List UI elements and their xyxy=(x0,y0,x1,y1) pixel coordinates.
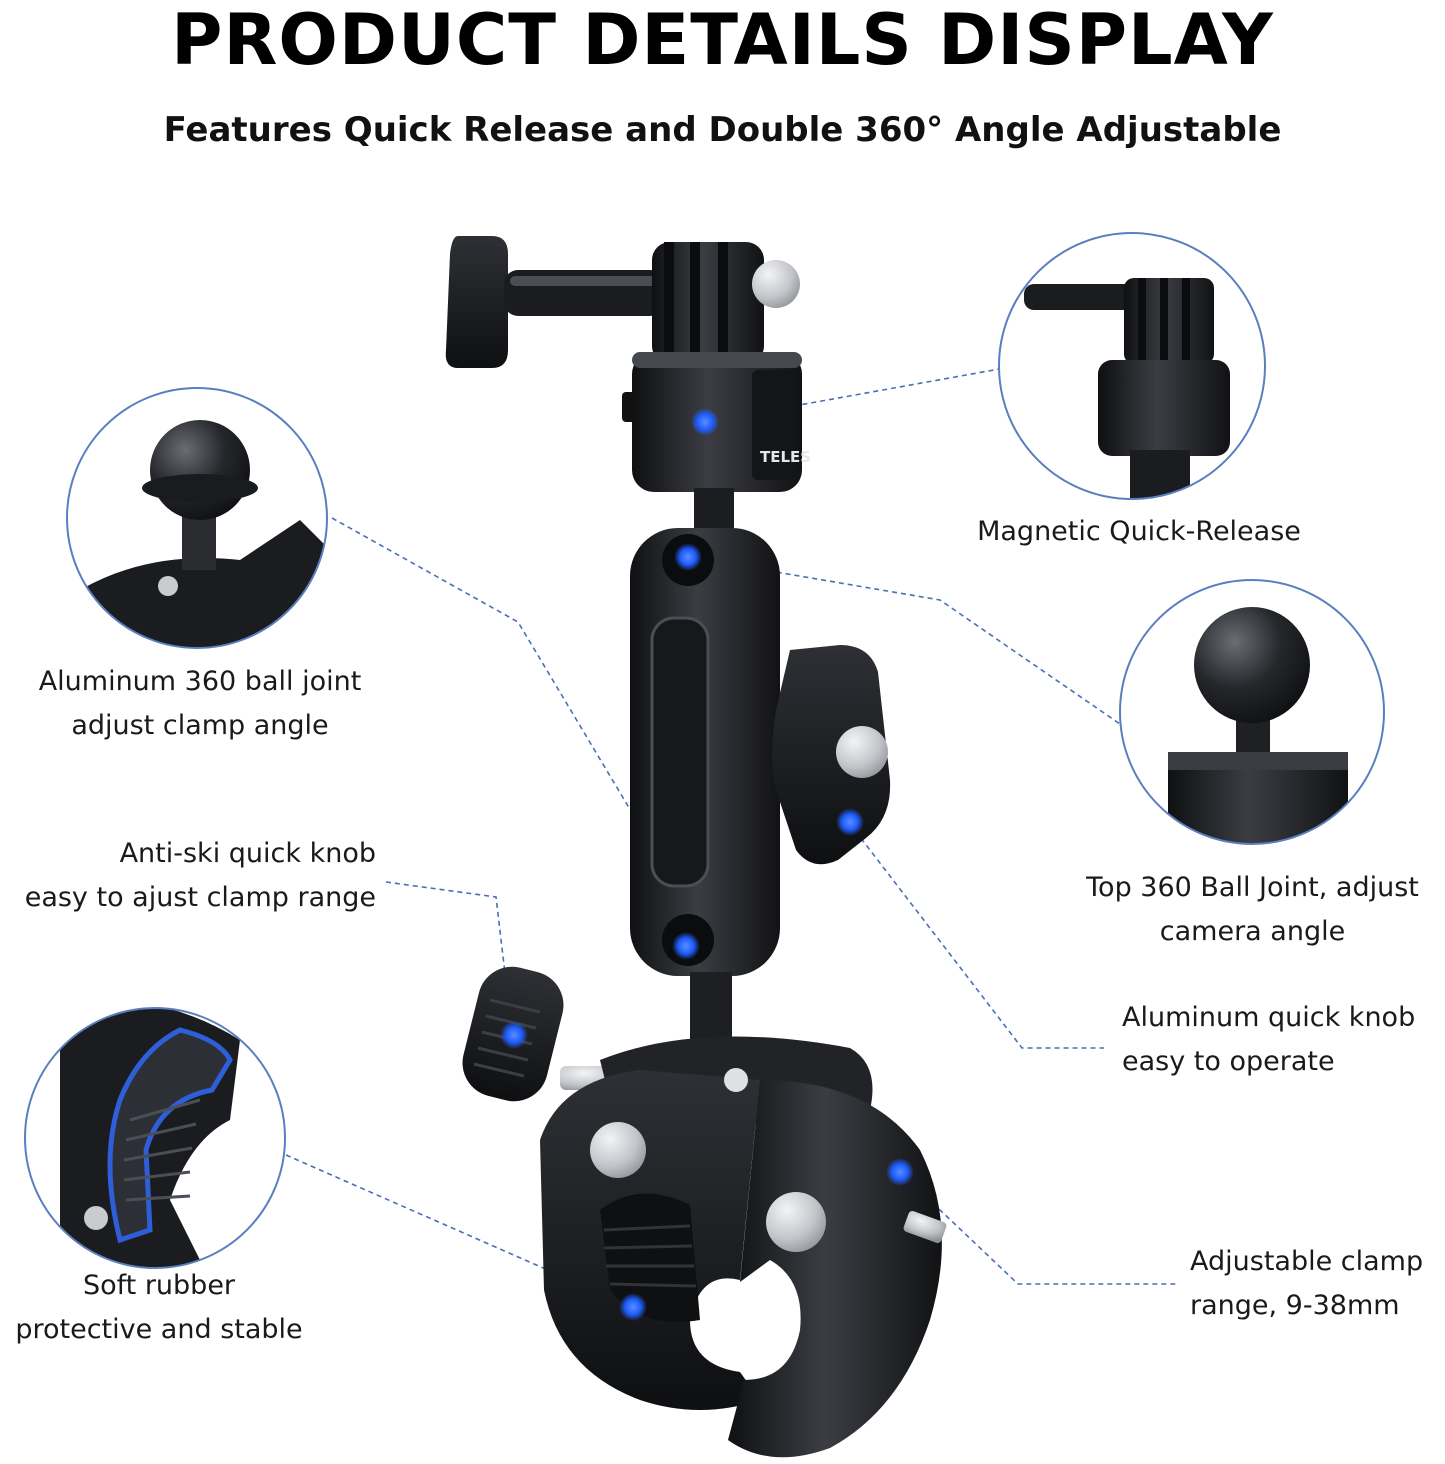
brand-mark: TELES xyxy=(760,448,811,466)
mount-fingers xyxy=(652,242,800,364)
clamp-jaws xyxy=(540,1036,947,1458)
label-quick-knob: Aluminum quick knob easy to operate xyxy=(1122,1002,1416,1077)
label-anti-ski-knob: Anti-ski quick knob easy to ajust clamp … xyxy=(24,838,376,913)
dot-anti-ski xyxy=(500,1021,528,1049)
dot-clamp-range xyxy=(886,1158,914,1186)
detail-circle-magnetic xyxy=(998,232,1266,500)
page-subtitle: Features Quick Release and Double 360° A… xyxy=(163,110,1282,150)
callout-line-quick-knob xyxy=(849,823,1104,1049)
thumbscrew-top xyxy=(445,236,664,368)
label-magnetic-quick-release: Magnetic Quick-Release xyxy=(977,516,1301,547)
highlight-dots xyxy=(500,408,914,1321)
arm-knob xyxy=(772,645,891,865)
dot-ball-joint xyxy=(672,932,700,960)
detail-circle-top-ball-joint xyxy=(1119,579,1385,845)
extension-arm xyxy=(630,528,780,976)
dot-top-ball xyxy=(674,543,702,571)
clamp-mount: TELES xyxy=(445,236,947,1458)
detail-circle-soft-rubber xyxy=(24,1007,286,1269)
label-soft-rubber: Soft rubber protective and stable xyxy=(15,1270,303,1345)
label-top-ball-joint: Top 360 Ball Joint, adjust camera angle xyxy=(1086,872,1419,947)
dot-soft-rubber xyxy=(619,1293,647,1321)
callout-line-magnetic xyxy=(704,367,1006,423)
label-clamp-range: Adjustable clamp range, 9-38mm xyxy=(1190,1246,1424,1321)
callout-line-clamp-range xyxy=(899,1171,1176,1285)
page-title: PRODUCT DETAILS DISPLAY xyxy=(171,0,1274,81)
callout-line-ball-joint-clamp xyxy=(331,517,681,894)
detail-circle-ball-joint-clamp xyxy=(66,387,328,649)
dot-magnetic xyxy=(691,408,719,436)
dot-quick-knob xyxy=(836,808,864,836)
label-ball-joint-clamp: Aluminum 360 ball joint adjust clamp ang… xyxy=(38,666,362,741)
